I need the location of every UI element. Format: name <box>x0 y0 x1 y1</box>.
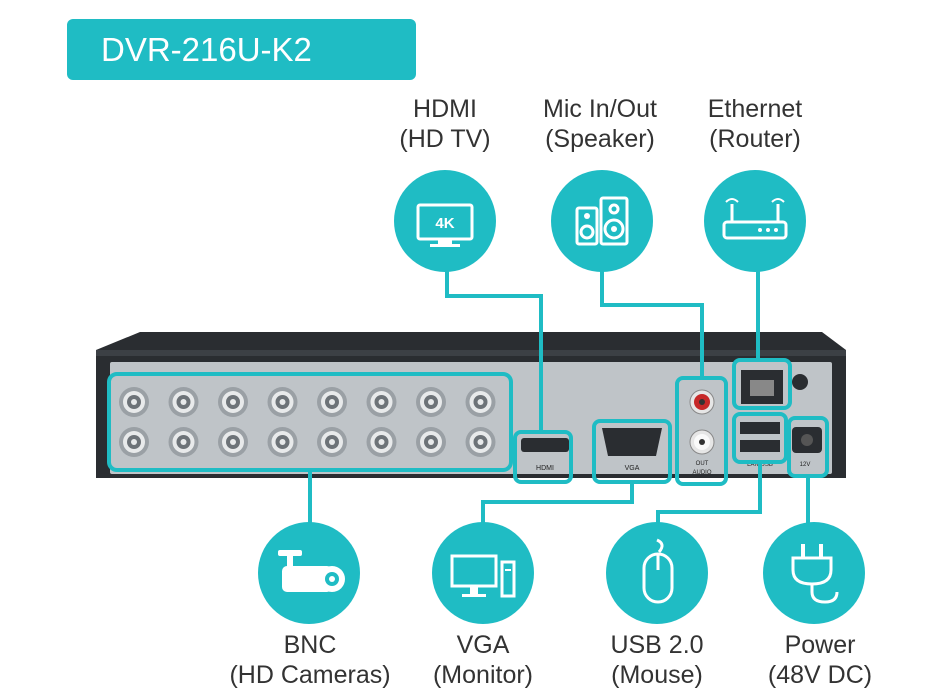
hdmi-circle: 4K <box>394 170 496 272</box>
label-mic: Mic In/Out(Speaker) <box>543 95 657 153</box>
monitor-icon <box>450 554 516 598</box>
bnc-connector <box>317 427 347 457</box>
usb-circle <box>606 522 708 624</box>
hdmi-port <box>521 438 569 452</box>
power-panel-label: 12V <box>800 462 811 468</box>
speaker-circle <box>551 170 653 272</box>
vga-port <box>602 428 662 456</box>
bnc-circle <box>258 522 360 624</box>
label-ethernet: Ethernet(Router) <box>707 95 803 153</box>
bnc-connector <box>465 387 496 417</box>
camera-icon <box>278 550 345 592</box>
label-usb: USB 2.0(Mouse) <box>610 631 704 689</box>
label-bnc: BNC(HD Cameras) <box>229 631 391 689</box>
vga-circle <box>432 522 534 624</box>
vga-panel-label: VGA <box>625 465 640 472</box>
back-panel <box>110 362 832 474</box>
router-icon <box>722 198 788 240</box>
bnc-connector <box>168 427 199 457</box>
bnc-connector <box>416 387 446 417</box>
bnc-connector <box>366 427 397 457</box>
bnc-connector <box>119 387 149 417</box>
speaker-icon <box>575 196 629 246</box>
label-power: Power(48V DC) <box>767 631 873 689</box>
ground-screw <box>792 374 808 390</box>
router-circle <box>704 170 806 272</box>
lan-usb-label: LAN USB <box>747 462 773 468</box>
audio-out-label: OUT <box>696 461 709 467</box>
bnc-connector <box>465 427 496 457</box>
bnc-connector <box>416 427 446 457</box>
usb-port-2 <box>740 440 780 452</box>
bnc-connector <box>168 387 199 417</box>
tv-4k-icon: 4K <box>416 203 474 247</box>
tv-4k-text: 4K <box>435 215 454 232</box>
mouse-icon <box>642 538 674 604</box>
bnc-connector <box>218 387 248 417</box>
label-vga: VGA(Monitor) <box>432 631 533 689</box>
hdmi-panel-label: HDMI <box>536 465 554 472</box>
model-title: DVR-216U-K2 <box>67 19 416 80</box>
label-hdmi: HDMI(HD TV) <box>399 95 491 153</box>
bnc-connector <box>218 427 248 457</box>
bnc-connector <box>119 427 149 457</box>
audio-panel-label: AUDIO <box>692 470 711 476</box>
bnc-connector <box>267 427 298 457</box>
bnc-connector <box>267 387 298 417</box>
power-circle <box>763 522 865 624</box>
bnc-connector <box>317 387 347 417</box>
plug-icon <box>791 544 839 604</box>
bnc-connector <box>366 387 397 417</box>
usb-port-1 <box>740 422 780 434</box>
